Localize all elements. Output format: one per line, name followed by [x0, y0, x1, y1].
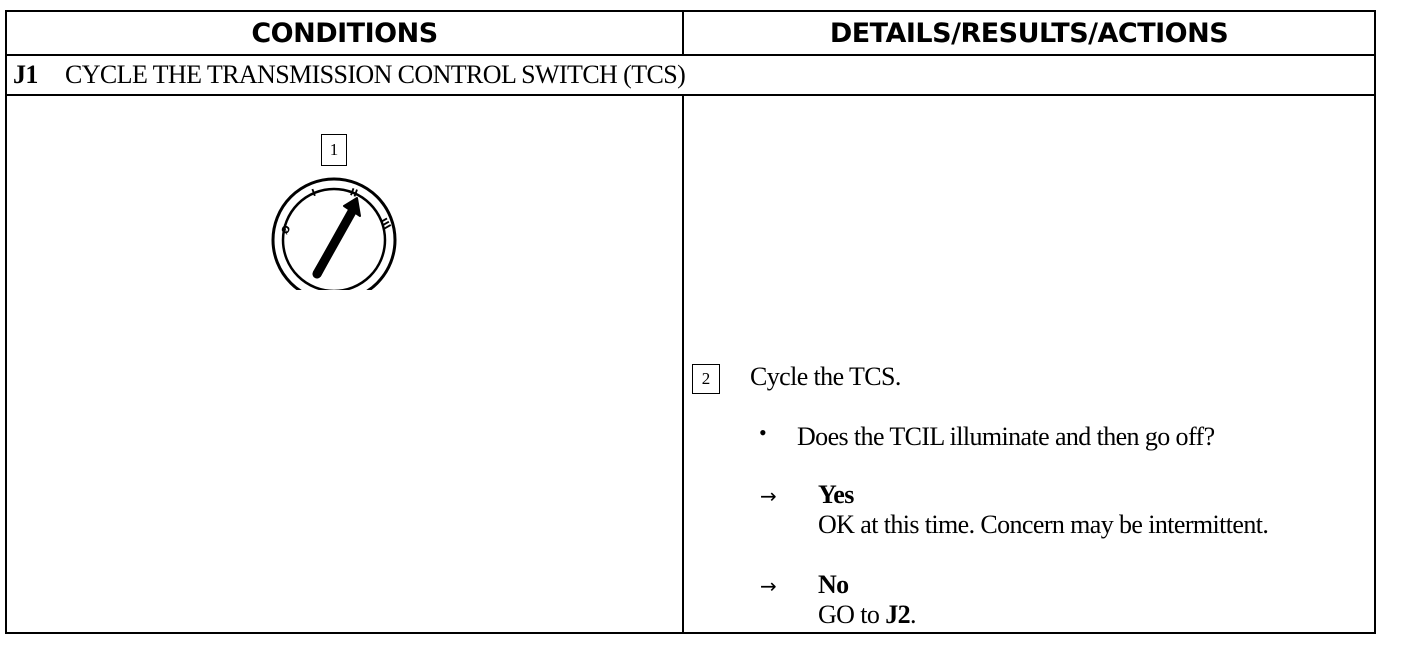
position-mark-3: III: [377, 217, 392, 232]
callout-2: 2: [692, 364, 720, 394]
no-text-suffix: .: [910, 600, 916, 629]
arrow-right-icon: →: [760, 574, 777, 598]
instruction-text: Cycle the TCS.: [750, 362, 901, 391]
no-text: GO to J2.: [818, 600, 916, 630]
no-label: No: [818, 570, 849, 599]
step-title: CYCLE THE TRANSMISSION CONTROL SWITCH (T…: [65, 60, 686, 89]
details-cell: Cycle the TCS. • Does the TCIL illuminat…: [682, 86, 1372, 629]
no-text-prefix: GO to: [818, 600, 886, 629]
step-title-row: J1 CYCLE THE TRANSMISSION CONTROL SWITCH…: [7, 56, 1374, 96]
bullet-icon: •: [759, 420, 767, 445]
rotary-switch-icon: Ø I II III: [262, 120, 402, 303]
step-reference-link: J2: [885, 600, 910, 629]
yes-label: Yes: [818, 480, 854, 509]
diagnostic-table: CONDITIONS DETAILS/RESULTS/ACTIONS J1 CY…: [5, 10, 1376, 634]
yes-text: OK at this time. Concern may be intermit…: [818, 510, 1269, 539]
position-mark-2: II: [348, 187, 359, 200]
table-header-row: CONDITIONS DETAILS/RESULTS/ACTIONS: [7, 12, 1374, 56]
conditions-header: CONDITIONS: [251, 17, 438, 49]
question-text: Does the TCIL illuminate and then go off…: [797, 422, 1215, 451]
step-id: J1: [13, 60, 38, 89]
callout-1: 1: [321, 134, 347, 166]
arrow-right-icon: →: [760, 484, 777, 508]
column-divider: [682, 96, 684, 632]
header-divider: [682, 12, 684, 56]
details-header: DETAILS/RESULTS/ACTIONS: [829, 17, 1229, 49]
position-mark-1: I: [310, 188, 317, 200]
